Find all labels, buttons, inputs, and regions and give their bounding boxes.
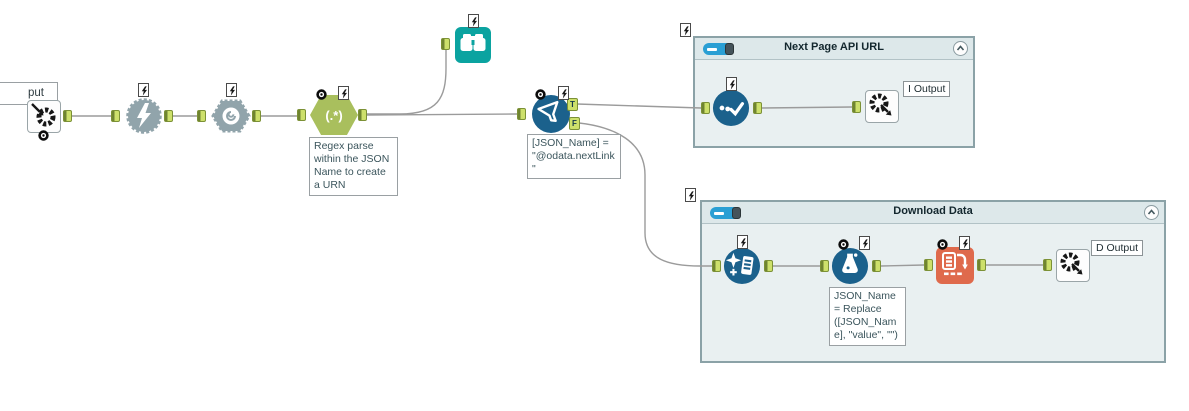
container-download-data-header[interactable]: Download Data xyxy=(702,202,1164,224)
container-toggle[interactable] xyxy=(703,43,734,55)
download-icon xyxy=(126,98,162,134)
formula-flask-icon xyxy=(831,247,869,285)
data-cleansing-input-anchor[interactable] xyxy=(712,260,721,272)
browse-tool[interactable] xyxy=(455,27,491,63)
regex-tool[interactable]: (.*) xyxy=(310,95,358,135)
container-title: Download Data xyxy=(893,205,973,217)
container-title: Next Page API URL xyxy=(784,41,884,53)
wire-filter-false-datacleansing[interactable] xyxy=(578,122,713,267)
json-parse-input-anchor[interactable] xyxy=(197,110,206,122)
container-download-data: Download Data xyxy=(700,200,1166,363)
cross-tab-output-anchor[interactable] xyxy=(977,259,986,271)
macro-input-tool[interactable] xyxy=(27,100,61,133)
lightning-badge-icon xyxy=(680,23,691,37)
macro-output-d-label[interactable]: D Output xyxy=(1091,240,1144,256)
lightning-badge-icon xyxy=(558,86,569,100)
regex-glyph: (.*) xyxy=(325,107,343,123)
binoculars-icon xyxy=(460,34,486,51)
data-cleansing-icon xyxy=(723,247,761,285)
json-parse-tool[interactable] xyxy=(211,97,251,140)
wire-formula-crosstab[interactable] xyxy=(880,264,925,267)
filter-annotation[interactable]: [JSON_Name] = "@odata.nextLink" xyxy=(527,134,621,180)
data-cleansing-tool[interactable] xyxy=(723,247,761,290)
macro-output-i-input-anchor[interactable] xyxy=(852,101,861,113)
macro-output-icon xyxy=(869,93,892,116)
macro-output-d-input-anchor[interactable] xyxy=(1043,259,1052,271)
chevron-up-icon xyxy=(956,45,965,51)
container-next-page-header[interactable]: Next Page API URL xyxy=(695,38,973,60)
regex-output-anchor[interactable] xyxy=(358,109,367,121)
wire-filter-true-select[interactable] xyxy=(576,103,702,109)
json-parse-output-anchor[interactable] xyxy=(252,110,261,122)
formula-annotation[interactable]: JSON_Name = Replace ([JSON_Name], "value… xyxy=(829,287,906,346)
lightning-badge-icon xyxy=(338,86,349,100)
filter-funnel-icon xyxy=(532,95,570,133)
macro-input-icon xyxy=(31,103,56,127)
cross-tab-tool[interactable] xyxy=(936,247,974,284)
collapse-button[interactable] xyxy=(1144,205,1159,220)
regex-input-anchor[interactable] xyxy=(297,109,306,121)
select-output-anchor[interactable] xyxy=(753,102,762,114)
lightning-badge-icon xyxy=(737,235,748,249)
lightning-badge-icon xyxy=(685,188,696,202)
data-cleansing-output-anchor[interactable] xyxy=(764,260,773,272)
macro-input-output-anchor[interactable] xyxy=(63,110,72,122)
download-input-anchor[interactable] xyxy=(111,110,120,122)
macro-output-d-tool[interactable] xyxy=(1056,249,1090,282)
formula-state-badge-icon xyxy=(838,237,849,250)
filter-false-anchor[interactable]: F xyxy=(569,117,580,130)
select-input-anchor[interactable] xyxy=(701,102,710,114)
json-parse-icon xyxy=(211,99,251,133)
lightning-badge-icon xyxy=(959,236,970,250)
wire-regex-filter[interactable] xyxy=(366,113,518,116)
formula-input-anchor[interactable] xyxy=(820,260,829,272)
chevron-up-icon xyxy=(1147,209,1156,215)
filter-true-anchor[interactable]: T xyxy=(567,98,578,111)
wire-select-macrooutput-i[interactable] xyxy=(761,106,853,109)
lightning-badge-icon xyxy=(226,83,237,97)
macro-input-question-anchor-icon xyxy=(38,128,49,141)
lightning-badge-icon xyxy=(859,236,870,250)
browse-input-anchor[interactable] xyxy=(441,38,450,50)
macro-output-icon xyxy=(1060,252,1083,275)
collapse-button[interactable] xyxy=(953,41,968,56)
macro-output-i-label[interactable]: I Output xyxy=(903,81,951,97)
filter-state-badge-icon xyxy=(535,87,546,100)
cross-tab-icon xyxy=(942,252,968,276)
lightning-badge-icon xyxy=(138,83,149,97)
filter-tool[interactable] xyxy=(531,94,571,139)
cross-tab-input-anchor[interactable] xyxy=(924,259,933,271)
download-tool[interactable] xyxy=(124,96,164,141)
filter-input-anchor[interactable] xyxy=(517,108,526,120)
select-tool[interactable] xyxy=(712,89,750,132)
cross-tab-state-badge-icon xyxy=(937,237,948,250)
container-toggle[interactable] xyxy=(710,207,741,219)
formula-output-anchor[interactable] xyxy=(872,260,881,272)
lightning-badge-icon xyxy=(468,14,479,28)
macro-output-i-tool[interactable] xyxy=(865,90,899,123)
regex-state-badge-icon xyxy=(316,87,327,100)
wire-regex-browse[interactable] xyxy=(366,49,447,115)
lightning-badge-icon xyxy=(726,77,737,91)
formula-tool[interactable] xyxy=(831,247,869,290)
select-check-icon xyxy=(712,89,750,127)
regex-annotation[interactable]: Regex parse within the JSON Name to crea… xyxy=(309,137,398,196)
download-output-anchor[interactable] xyxy=(164,110,173,122)
